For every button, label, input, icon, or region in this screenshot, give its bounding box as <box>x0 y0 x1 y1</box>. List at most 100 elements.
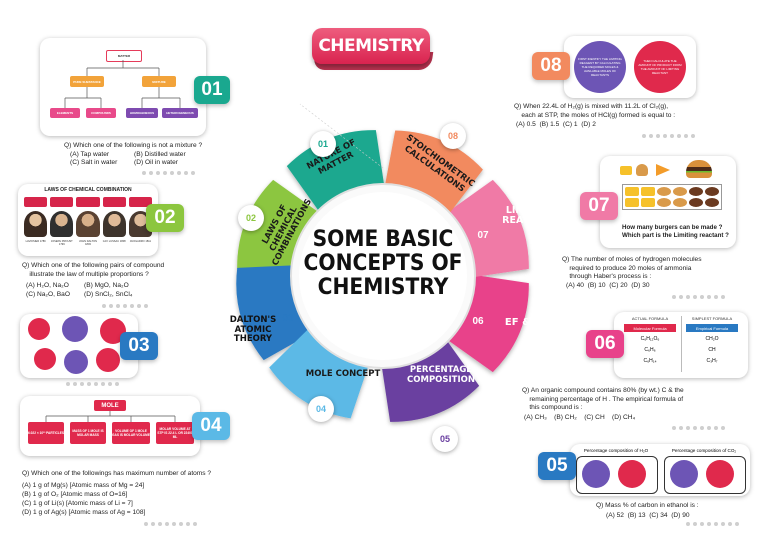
panel-01-badge: 01 <box>194 76 230 104</box>
tree-hetero: HETEROGENEOUS <box>162 108 198 118</box>
emp-row-3: C₃H₇ <box>706 358 718 364</box>
petal-label-03: DALTON'S ATOMIC THEORY <box>229 315 277 344</box>
panel-07-options: (A) 40 (B) 10 (C) 20 (D) 30 <box>566 282 650 289</box>
panel-02-opt-d: (D) SnCl₂, SnCl₄ <box>84 291 133 298</box>
bubble-purple-2 <box>64 350 88 374</box>
tree-homo: HOMOGENEOUS <box>126 108 158 118</box>
petal-number-02: 02 <box>238 205 264 231</box>
portrait-1 <box>24 211 48 237</box>
petal-label-04: MOLE CONCEPT <box>305 369 381 379</box>
empirical-label: Empirical Formula <box>686 324 738 332</box>
co2-title: Percentage composition of CO₂ <box>671 448 737 453</box>
panel-01-opt-a: (A) Tap water <box>70 151 110 158</box>
bun-icon <box>636 164 648 176</box>
petal-number-01: 01 <box>310 131 336 157</box>
portrait-2 <box>50 211 74 237</box>
arrow-icon <box>656 164 670 176</box>
emp-row-2: CH <box>708 347 716 353</box>
bubble-red-4 <box>96 348 120 372</box>
center-line-1: SOME BASIC <box>312 227 454 252</box>
panel-08-badge: 08 <box>532 52 570 80</box>
formula-divider <box>681 316 682 372</box>
panel-04-question: Q) Which one of the followings has maxim… <box>22 470 212 477</box>
panel-08-card: FIRST IDENTIFY THE LIMITING REAGENT BY C… <box>564 36 696 98</box>
panel-05-dots <box>686 522 739 526</box>
tree-root: MATTER <box>106 50 142 62</box>
petal-label-05: PERCENTAGE COMPOSITION <box>407 365 475 385</box>
panel-04-opt-b: (B) 1 g of O₂ [Atomic mass of O=16] <box>22 491 128 498</box>
petal-number-07: 07 <box>477 229 489 241</box>
panel-02-question: Q) Which one of the following pairs of c… <box>22 262 165 278</box>
panel-04-dots <box>144 522 197 526</box>
panel-07-caption: How many burgers can be made ? Which par… <box>622 224 729 239</box>
panel-01-card: MATTER PURE SUBSTANCE MIXTURE ELEMENTS C… <box>40 38 206 136</box>
panel-07-card: How many burgers can be made ? Which par… <box>600 156 736 248</box>
petal-number-08: 08 <box>440 123 466 149</box>
panel-08-right-bubble: THEN CALCULATE THE AMOUNT OF PRODUCT FRO… <box>634 41 686 93</box>
panel-07-question: Q) The number of moles of hydrogen molec… <box>562 256 702 281</box>
panel-08-dots <box>642 134 695 138</box>
h2o-title: Percentage composition of H₂O <box>583 448 649 453</box>
panel-06-card: ACTUAL FORMULA SIMPLEST FORMULA Molecula… <box>614 312 748 378</box>
panel-04-card: MOLE 6.022 × 10²³ PARTICLES MASS OF 1 MO… <box>20 396 200 456</box>
mole-box-4: MOLAR VOLUME AT STP IS 22.4 L OR 22400 M… <box>156 422 194 444</box>
panel-03-dots <box>66 382 119 386</box>
panel-05-options: (A) 52 (B) 13 (C) 34 (D) 90 <box>606 512 690 519</box>
ingredient-grid <box>622 184 722 210</box>
panel-06-dots <box>672 426 725 430</box>
panel-04-badge: 04 <box>192 412 230 440</box>
simplest-heading: SIMPLEST FORMULA <box>691 316 733 321</box>
petal-number-03: 03 <box>282 312 294 324</box>
tree-connectors <box>64 60 181 108</box>
panel-07-badge: 07 <box>580 192 618 220</box>
panel-08-options: (A) 0.5 (B) 1.5 (C) 1 (D) 2 <box>516 121 596 128</box>
panel-01-question: Q) Which one of the following is not a m… <box>64 142 203 149</box>
scientist-4: GAY LUSSAC 1808 <box>102 240 126 243</box>
tree-pure: PURE SUBSTANCE <box>70 76 104 87</box>
petal-label-06: EF & MF <box>504 317 552 328</box>
h2o-circle-1 <box>582 460 610 488</box>
mole-box-1: 6.022 × 10²³ PARTICLES <box>28 422 64 444</box>
panel-02-heading: LAWS OF CHEMICAL COMBINATION <box>44 187 132 193</box>
panel-06-options: (A) CH₃ (B) CH₂ (C) CH (D) CH₄ <box>524 414 636 421</box>
portrait-row <box>24 211 153 237</box>
panel-02-card: LAWS OF CHEMICAL COMBINATION LAVOISIER 1… <box>18 184 158 256</box>
panel-05-card: Percentage composition of H₂O Percentage… <box>570 444 750 496</box>
h2o-circle-2 <box>618 460 646 488</box>
panel-07-dots <box>672 295 725 299</box>
h2o-box <box>576 456 658 494</box>
co2-circle-1 <box>670 460 698 488</box>
scientist-names: LAVOISIER 1789 JOSEPH PROUST 1799 JOHN D… <box>24 240 152 246</box>
mol-row-3: C₆H₁₄ <box>643 358 657 364</box>
panel-08-left-bubble: FIRST IDENTIFY THE LIMITING REAGENT BY C… <box>574 41 626 93</box>
burger-icon <box>686 160 712 178</box>
panel-03-card <box>20 314 138 378</box>
tree-mixture: MIXTURE <box>142 76 176 87</box>
scientist-5: AVOGADRO 1811 <box>129 240 151 243</box>
panel-02-law-row <box>24 197 153 207</box>
petal-number-06: 06 <box>472 315 484 327</box>
panel-04-opt-d: (D) 1 g of Ag(s) [Atomic mass of Ag = 10… <box>22 509 146 516</box>
tree-compounds: COMPOUNDS <box>86 108 116 118</box>
mol-row-1: C₆H₁₂O₆ <box>640 336 660 342</box>
panel-06-question: Q) An organic compound contains 80% (by … <box>522 387 684 412</box>
panel-01-opt-d: (D) Oil in water <box>134 159 178 166</box>
center-line-3: CHEMISTRY <box>317 275 449 300</box>
panel-02-opt-a: (A) H₂O, Na₂O <box>26 282 69 289</box>
title-text: CHEMISTRY <box>318 36 424 56</box>
bubble-purple-1 <box>62 316 88 342</box>
bubble-red-3 <box>34 348 56 370</box>
mole-connectors <box>45 411 176 422</box>
panel-02-dots <box>102 304 148 308</box>
petal-number-05: 05 <box>432 426 458 452</box>
panel-05-question: Q) Mass % of carbon in ethanol is : <box>596 502 699 509</box>
portrait-3 <box>76 211 100 237</box>
mole-box-2: MASS OF 1 MOLE IS MOLAR MASS <box>70 422 106 444</box>
mole-box-3: VOLUME OF 1 MOLE GAS IS MOLAR VOLUME <box>112 422 150 444</box>
panel-06-badge: 06 <box>586 330 624 358</box>
panel-04-heading: MOLE <box>94 400 126 411</box>
emp-row-1: CH₂O <box>705 336 719 342</box>
petal-number-04: 04 <box>308 396 334 422</box>
panel-02-badge: 02 <box>146 204 184 232</box>
